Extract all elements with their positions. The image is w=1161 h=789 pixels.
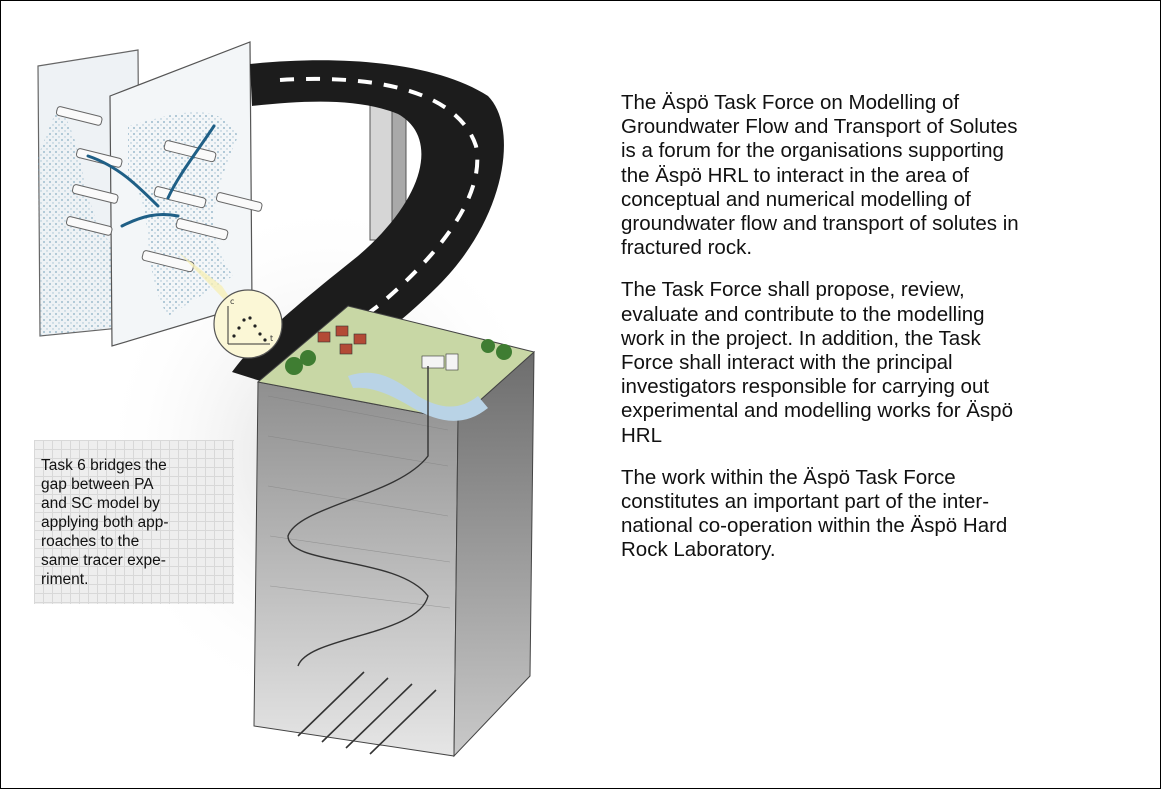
breakthrough-curve-inset (178, 252, 283, 359)
paragraph-task-force-intro: The Äspö Task Force on Modelling of Grou… (621, 91, 1019, 260)
deposition-tunnels (297, 671, 437, 755)
body-text: The Äspö Task Force on Modelling of Grou… (621, 91, 1141, 581)
borehole-tubes (55, 106, 263, 273)
task-force-illustration: c t (37, 41, 558, 758)
inset-axis-label-c: c (230, 297, 234, 306)
paragraph-international-cooperation: The work within the Äspö Task Force cons… (621, 465, 1008, 562)
flow-arrows (86, 124, 216, 228)
surface-landscape (256, 305, 536, 421)
inset-axis-label-t: t (270, 334, 273, 343)
rock-block (253, 350, 535, 758)
caption-text: Task 6 bridges the gap between PA and SC… (41, 457, 169, 588)
paragraph-task-force-role: The Task Force shall propose, review, ev… (621, 278, 1013, 447)
caption-box: Task 6 bridges the gap between PA and SC… (34, 440, 234, 604)
tunnel (287, 366, 429, 667)
